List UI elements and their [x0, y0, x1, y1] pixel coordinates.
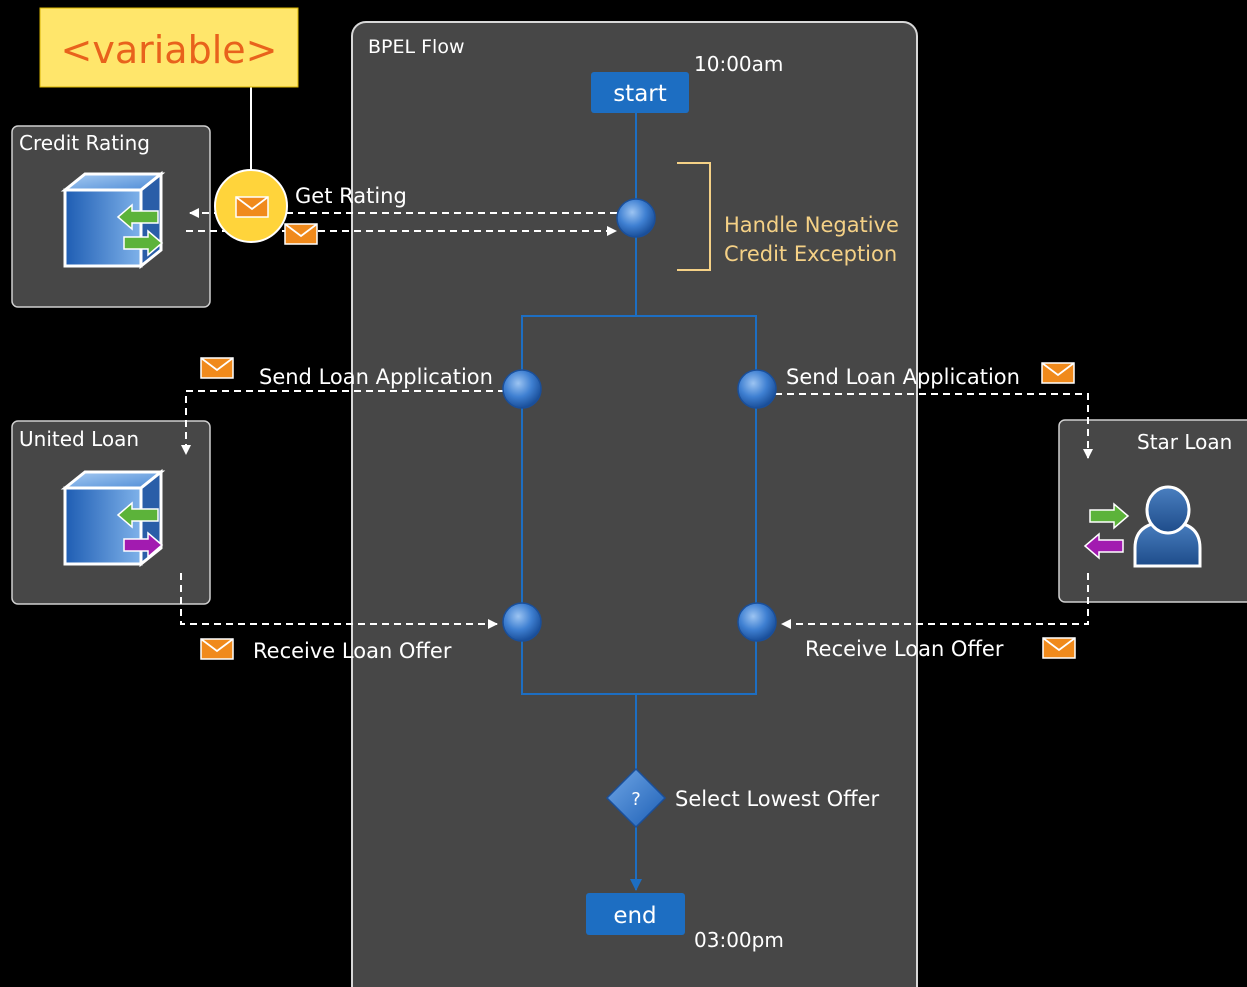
send-loan-right-line: [775, 393, 1093, 459]
receive-offer-right-line: [781, 573, 1089, 629]
start-time: 10:00am: [694, 52, 783, 76]
exception-label-line-1: Handle Negative: [724, 213, 899, 237]
envelope-icon: [1042, 637, 1076, 659]
start-label: start: [613, 81, 667, 107]
bpel-flow-panel: [351, 21, 918, 987]
parallel-flow-box: [521, 315, 757, 695]
receive-offer-left-line: [180, 573, 498, 629]
receive-offer-right-label: Receive Loan Offer: [805, 637, 1004, 661]
decision-symbol: ?: [631, 789, 641, 810]
star-loan-label: Star Loan: [1137, 430, 1232, 454]
receive-offer-right-node[interactable]: [737, 602, 777, 642]
receive-offer-left-label: Receive Loan Offer: [253, 639, 452, 663]
green-arrow-icon: [116, 501, 159, 529]
united-loan-label: United Loan: [19, 427, 139, 451]
envelope-icon: [1041, 362, 1075, 384]
envelope-icon: [200, 357, 234, 379]
variable-box[interactable]: [39, 7, 299, 88]
receive-offer-left-node[interactable]: [502, 602, 542, 642]
get-rating-label: Get Rating: [295, 184, 407, 208]
send-loan-left-line: [181, 390, 505, 455]
exception-label: Handle Negative Credit Exception: [724, 213, 906, 266]
person-service-icon: [1133, 485, 1202, 568]
decision-label: Select Lowest Offer: [675, 787, 880, 811]
send-loan-left-label: Send Loan Application: [259, 365, 493, 389]
exception-label-line-2: Credit Exception: [724, 242, 897, 266]
credit-rating-label: Credit Rating: [19, 131, 150, 155]
green-arrow-icon: [116, 203, 164, 257]
purple-arrow-icon: [1083, 532, 1124, 560]
purple-arrow-icon: [123, 531, 164, 559]
send-loan-right-label: Send Loan Application: [786, 365, 1020, 389]
green-arrow-icon: [1089, 502, 1130, 530]
end-label: end: [613, 903, 656, 929]
get-rating-node[interactable]: [616, 198, 656, 238]
envelope-icon: [200, 638, 234, 660]
envelope-icon: [235, 196, 269, 218]
envelope-icon: [284, 223, 318, 245]
exception-bracket: [677, 162, 711, 271]
send-loan-left-node[interactable]: [502, 369, 542, 409]
flow-title: BPEL Flow: [368, 36, 465, 58]
end-time: 03:00pm: [694, 928, 784, 952]
decision-diamond-icon[interactable]: [605, 767, 667, 829]
variable-label: <variable>: [61, 28, 278, 72]
start-node[interactable]: [591, 72, 689, 113]
send-loan-right-node[interactable]: [737, 369, 777, 409]
end-node[interactable]: [586, 893, 685, 935]
